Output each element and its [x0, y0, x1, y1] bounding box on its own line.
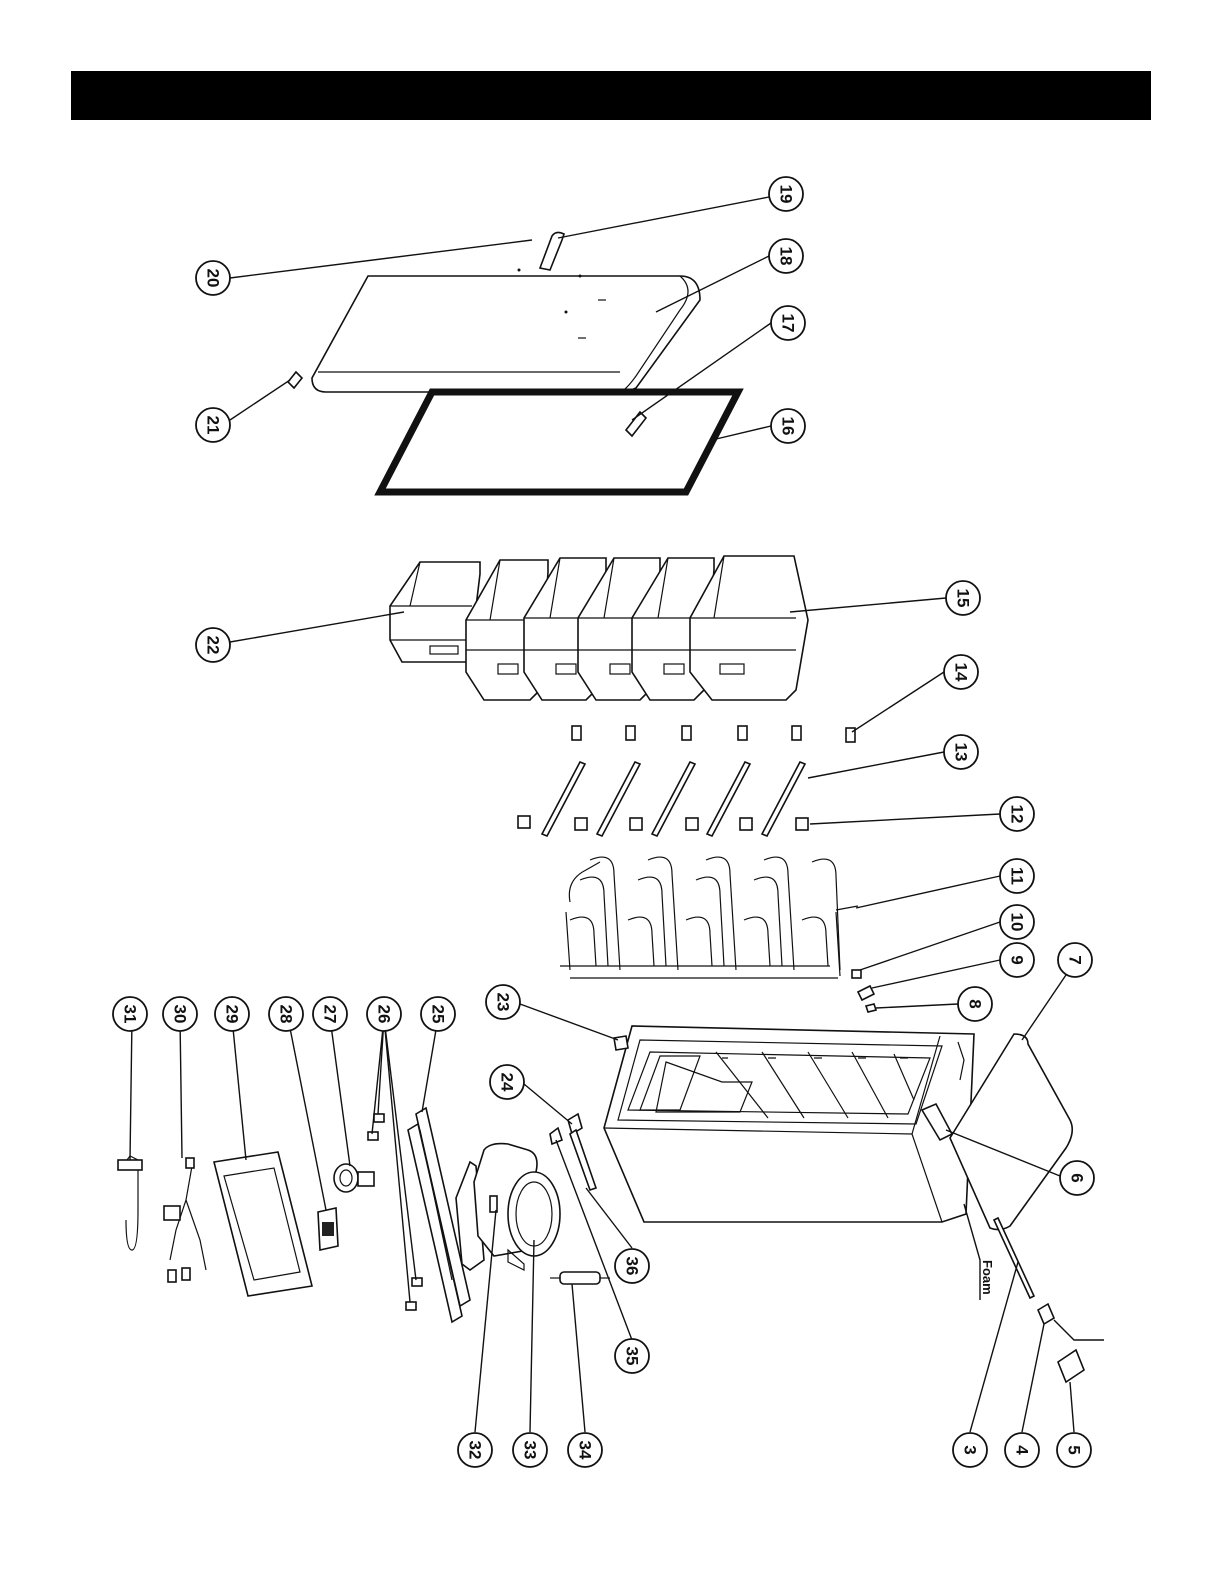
wiring-harness — [164, 1158, 206, 1282]
filter-drier — [550, 1272, 610, 1284]
svg-text:24: 24 — [498, 1073, 517, 1092]
compressor — [474, 1144, 560, 1270]
door-panel — [312, 269, 700, 393]
callout-17: 17 — [771, 306, 805, 340]
callout-32: 32 — [458, 1433, 492, 1467]
callout-3: 3 — [953, 1433, 987, 1467]
svg-text:35: 35 — [623, 1347, 642, 1366]
thermostat-knob — [334, 1164, 374, 1192]
svg-text:7: 7 — [1066, 955, 1085, 964]
svg-text:12: 12 — [1008, 805, 1027, 824]
svg-text:17: 17 — [779, 314, 798, 333]
svg-text:30: 30 — [171, 1005, 190, 1024]
svg-text:34: 34 — [576, 1441, 595, 1460]
power-cord-clip — [118, 1156, 142, 1250]
callout-23: 23 — [486, 985, 520, 1019]
svg-text:29: 29 — [223, 1005, 242, 1024]
gasket-clip — [626, 412, 646, 436]
power-socket — [318, 1208, 338, 1250]
svg-text:21: 21 — [204, 416, 223, 435]
cabinet — [604, 1026, 974, 1222]
callout-14: 14 — [944, 655, 978, 689]
callout-31: 31 — [113, 997, 147, 1031]
callout-24: 24 — [490, 1065, 524, 1099]
callout-36: 36 — [615, 1249, 649, 1283]
svg-text:23: 23 — [494, 993, 513, 1012]
svg-text:11: 11 — [1008, 867, 1027, 885]
svg-text:18: 18 — [777, 247, 796, 266]
svg-text:10: 10 — [1008, 913, 1027, 932]
callout-18: 18 — [769, 239, 803, 273]
svg-text:13: 13 — [952, 743, 971, 762]
door-hinge-pin — [288, 372, 302, 388]
svg-text:22: 22 — [204, 636, 223, 655]
callout-4: 4 — [1005, 1433, 1039, 1467]
callout-28: 28 — [269, 997, 303, 1031]
svg-text:25: 25 — [429, 1005, 448, 1024]
svg-text:4: 4 — [1013, 1445, 1032, 1455]
door-gasket — [380, 392, 738, 492]
vent-grille — [214, 1152, 312, 1296]
svg-text:27: 27 — [321, 1005, 340, 1024]
evaporator-coil — [560, 857, 858, 978]
callout-16: 16 — [771, 409, 805, 443]
callout-33: 33 — [513, 1433, 547, 1467]
svg-text:3: 3 — [961, 1445, 980, 1454]
svg-text:33: 33 — [521, 1441, 540, 1460]
callout-7: 7 — [1058, 943, 1092, 977]
callout-21: 21 — [196, 408, 230, 442]
svg-text:36: 36 — [623, 1257, 642, 1276]
callout-15: 15 — [946, 581, 980, 615]
svg-text:28: 28 — [277, 1005, 296, 1024]
svg-text:15: 15 — [954, 589, 973, 608]
svg-text:19: 19 — [777, 185, 796, 204]
callout-11: 11 — [1000, 859, 1034, 893]
svg-text:20: 20 — [204, 269, 223, 288]
svg-text:6: 6 — [1068, 1173, 1087, 1182]
basket-group — [390, 556, 808, 700]
foam-label: Foam — [980, 1260, 995, 1295]
callout-20: 20 — [196, 261, 230, 295]
svg-text:32: 32 — [466, 1441, 485, 1460]
callout-29: 29 — [215, 997, 249, 1031]
callout-12: 12 — [1000, 797, 1034, 831]
callout-19: 19 — [769, 177, 803, 211]
callout-13: 13 — [944, 735, 978, 769]
callout-34: 34 — [568, 1433, 602, 1467]
svg-text:9: 9 — [1008, 955, 1027, 964]
bottom-parts — [994, 1218, 1104, 1382]
callout-27: 27 — [313, 997, 347, 1031]
callout-8: 8 — [958, 987, 992, 1021]
callout-5: 5 — [1057, 1433, 1091, 1467]
svg-text:16: 16 — [779, 417, 798, 436]
callout-25: 25 — [421, 997, 455, 1031]
callout-30: 30 — [163, 997, 197, 1031]
svg-text:26: 26 — [375, 1005, 394, 1024]
callout-26: 26 — [367, 997, 401, 1031]
svg-text:5: 5 — [1065, 1445, 1084, 1454]
callout-35: 35 — [615, 1339, 649, 1373]
svg-text:14: 14 — [952, 663, 971, 682]
callout-10: 10 — [1000, 905, 1034, 939]
callout-6: 6 — [1060, 1161, 1094, 1195]
callout-22: 22 — [196, 628, 230, 662]
svg-text:8: 8 — [966, 999, 985, 1008]
svg-text:31: 31 — [121, 1005, 140, 1024]
rail-clips-top — [572, 726, 855, 742]
thermostat-parts — [852, 970, 876, 1012]
callout-9: 9 — [1000, 943, 1034, 977]
